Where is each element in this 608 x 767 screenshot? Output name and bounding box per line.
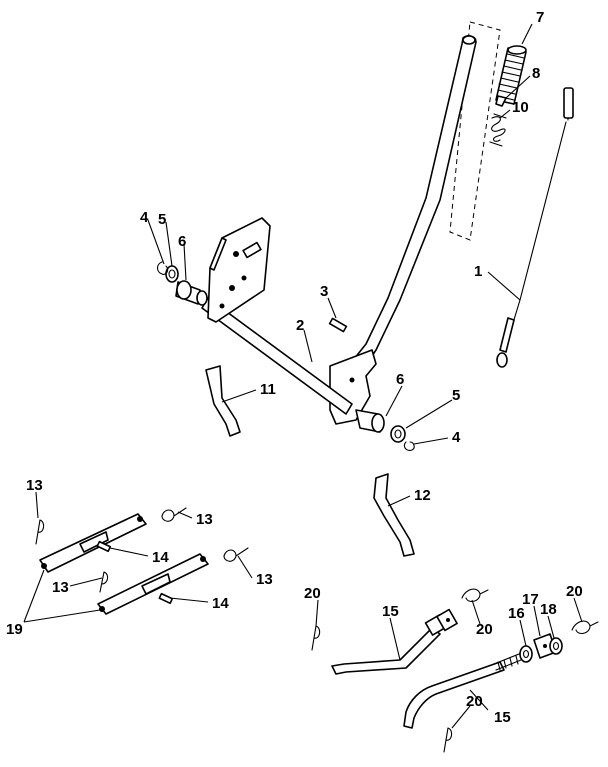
callout-15-lower: 15 bbox=[494, 709, 511, 726]
callout-12: 12 bbox=[414, 487, 431, 504]
callout-15-upper: 15 bbox=[382, 603, 399, 620]
callout-6-right: 6 bbox=[396, 371, 404, 388]
callout-17: 17 bbox=[522, 591, 539, 608]
lift-lever bbox=[329, 35, 477, 425]
callout-13-b: 13 bbox=[196, 511, 213, 528]
callout-13-d: 13 bbox=[256, 571, 273, 588]
callout-10: 10 bbox=[512, 99, 529, 116]
lift-rod bbox=[496, 87, 574, 368]
mounting-plate bbox=[207, 217, 271, 323]
callout-3: 3 bbox=[320, 283, 328, 300]
spring-pin bbox=[495, 95, 507, 107]
trunnion-block bbox=[533, 633, 557, 659]
callout-4-right: 4 bbox=[452, 429, 461, 446]
callout-11: 11 bbox=[260, 381, 276, 398]
callout-4-left: 4 bbox=[140, 209, 149, 226]
roll-pin bbox=[328, 317, 348, 333]
cotter-clip-a bbox=[311, 625, 321, 651]
callout-20-c: 20 bbox=[566, 583, 583, 600]
callout-1: 1 bbox=[474, 263, 482, 280]
callout-13-c: 13 bbox=[52, 579, 69, 596]
right-bushing bbox=[355, 409, 385, 433]
callout-14-b: 14 bbox=[212, 595, 229, 612]
callout-5-right: 5 bbox=[452, 387, 460, 404]
callout-5-left: 5 bbox=[158, 211, 166, 228]
small-spring bbox=[489, 113, 507, 147]
hairpin-clip-c bbox=[99, 571, 109, 593]
hairpin-clip-d bbox=[223, 547, 249, 562]
callout-20-a: 20 bbox=[304, 585, 321, 602]
spring bbox=[495, 45, 527, 105]
callout-16: 16 bbox=[508, 605, 525, 622]
adjuster-nut bbox=[549, 637, 563, 655]
callout-20-b: 20 bbox=[476, 621, 493, 638]
callout-20-d: 20 bbox=[466, 693, 483, 710]
link-upper bbox=[39, 513, 147, 573]
callout-8: 8 bbox=[532, 65, 540, 82]
callout-14-a: 14 bbox=[152, 549, 169, 566]
clevis-pin-b bbox=[158, 592, 174, 605]
left-bushing bbox=[175, 280, 208, 306]
right-retaining-clip bbox=[403, 441, 415, 451]
right-washer bbox=[390, 425, 406, 443]
callout-6-left: 6 bbox=[178, 233, 186, 250]
spring-guide-outline bbox=[449, 21, 501, 241]
clevis-pin-a bbox=[96, 540, 112, 553]
bracket-11 bbox=[205, 365, 241, 437]
hairpin-clip-b bbox=[161, 507, 187, 522]
cotter-clip-b bbox=[461, 588, 489, 603]
callout-19: 19 bbox=[6, 621, 23, 638]
left-retaining-clip bbox=[156, 261, 169, 275]
rod-lower bbox=[403, 651, 527, 729]
adjuster-washer bbox=[519, 645, 533, 663]
cotter-clip-c bbox=[571, 620, 599, 635]
callout-7: 7 bbox=[536, 9, 544, 26]
callout-2: 2 bbox=[296, 317, 304, 334]
rod-upper bbox=[331, 608, 458, 675]
cotter-clip-d bbox=[443, 727, 453, 753]
callout-18: 18 bbox=[540, 601, 557, 618]
bracket-12 bbox=[373, 473, 415, 557]
callout-13-a: 13 bbox=[26, 477, 43, 494]
leader-lines bbox=[23, 23, 583, 729]
hairpin-clip-a bbox=[35, 519, 45, 545]
link-lower bbox=[97, 553, 209, 615]
callout-labels: 1 2 3 4 5 6 4 5 6 7 8 10 11 12 13 13 13 … bbox=[6, 9, 583, 726]
